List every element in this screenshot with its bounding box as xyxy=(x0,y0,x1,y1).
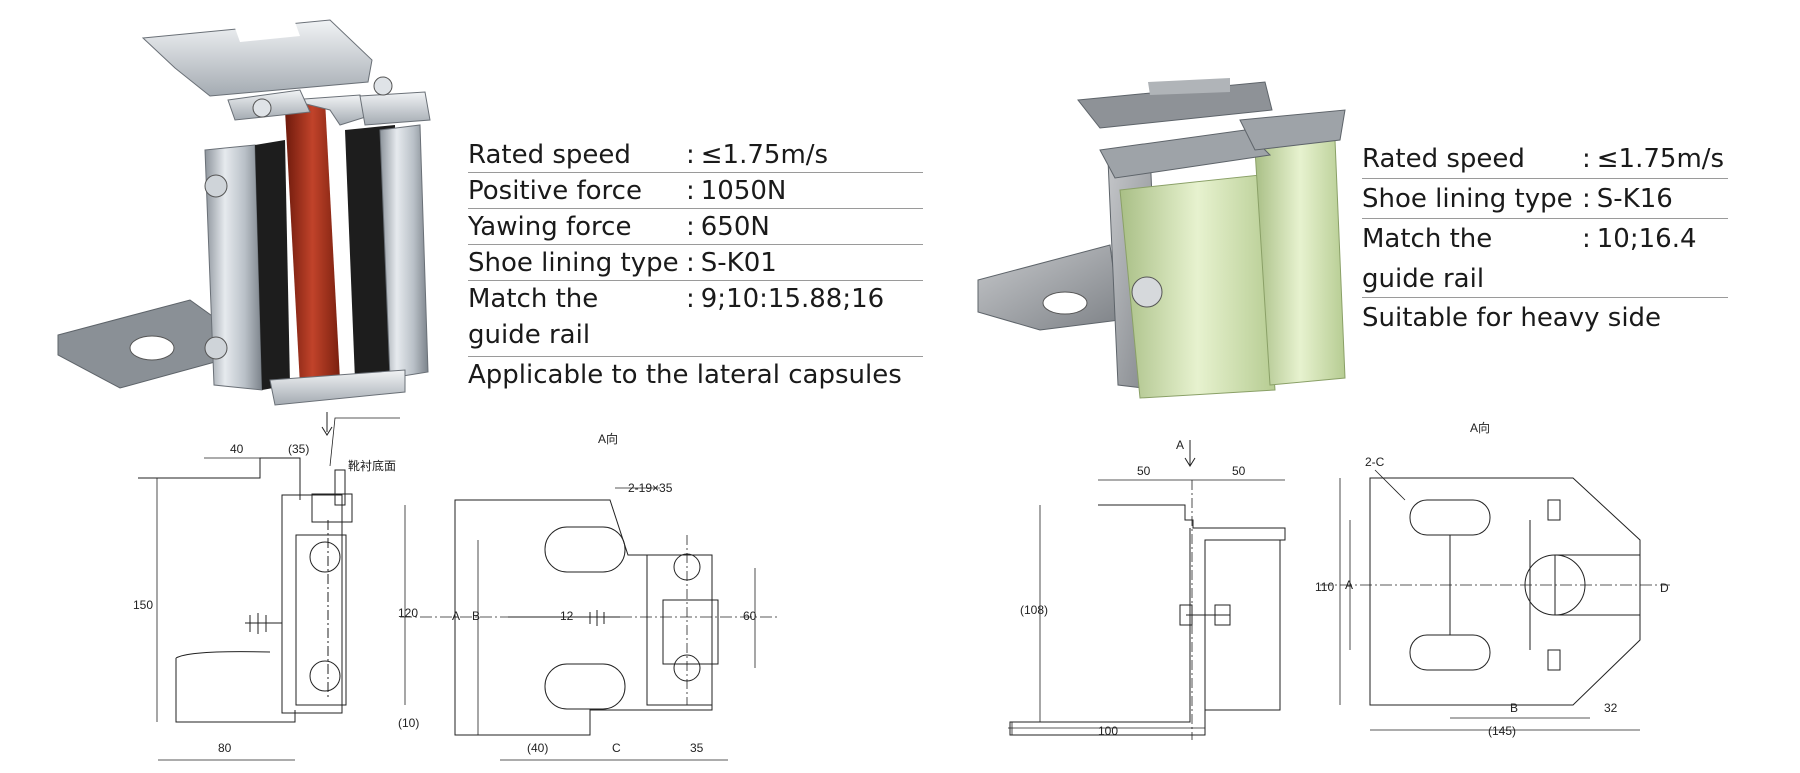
spec-value: 10;16.4 xyxy=(1596,224,1697,254)
drawing-right-side-view xyxy=(1008,440,1286,740)
dim-80: 80 xyxy=(218,741,232,755)
spec-note-text: Suitable for heavy side xyxy=(1362,303,1662,333)
dim-B-right: B xyxy=(1510,701,1518,715)
dim-A-left: A xyxy=(452,609,460,623)
dim-32: 32 xyxy=(1604,701,1618,715)
spec-key: Shoe lining type xyxy=(1362,184,1573,214)
dim-60: 60 xyxy=(743,609,757,623)
spec-key: Rated speed xyxy=(468,140,631,170)
spec-row: Yawing force :650N xyxy=(468,209,923,245)
view-arrow-A: A xyxy=(1176,438,1184,452)
spec-row: Positive force :1050N xyxy=(468,173,923,209)
dim-10: (10) xyxy=(398,716,419,730)
spec-key: Rated speed xyxy=(1362,144,1525,174)
spec-value: S-K01 xyxy=(700,248,777,278)
dim-B-left: B xyxy=(472,609,480,623)
right-shoe-illustration xyxy=(977,78,1346,399)
spec-value: 9;10:15.88;16 xyxy=(700,284,885,314)
dim-35: (35) xyxy=(288,442,309,456)
dim-100: 100 xyxy=(1098,724,1118,738)
spec-value: ≤1.75m/s xyxy=(700,140,829,170)
spec-key: Yawing force xyxy=(468,212,632,242)
dim-110: 110 xyxy=(1315,580,1334,594)
spec-key: Positive force xyxy=(468,176,642,206)
dim-50-b: 50 xyxy=(1232,464,1246,478)
left-shoe-illustration xyxy=(57,19,431,406)
dim-A-right: A xyxy=(1345,578,1353,592)
dim-C: C xyxy=(612,741,621,755)
spec-key: Match the guide rail xyxy=(1362,224,1493,294)
spec-note: Suitable for heavy side xyxy=(1362,298,1728,338)
dim-145: (145) xyxy=(1488,724,1516,738)
slot-label-right: 2-C xyxy=(1365,455,1385,469)
spec-row: Rated speed :≤1.75m/s xyxy=(1362,139,1728,179)
spec-row: Shoe lining type :S-K01 xyxy=(468,245,923,281)
spec-key: Shoe lining type xyxy=(468,248,679,278)
drawing-left-front-view xyxy=(400,487,780,761)
spec-value: 650N xyxy=(700,212,770,242)
view-a-title-left: A向 xyxy=(598,431,618,446)
dim-108: (108) xyxy=(1020,603,1048,617)
spec-value: S-K16 xyxy=(1596,184,1673,214)
spec-table-right: Rated speed :≤1.75m/s Shoe lining type :… xyxy=(1362,139,1728,338)
spec-key: Match the guide rail xyxy=(468,284,599,350)
dim-120: 120 xyxy=(398,606,418,620)
dim-40: 40 xyxy=(230,442,244,456)
drawing-right-front-view xyxy=(1320,469,1670,731)
dim-40-front: (40) xyxy=(527,741,548,755)
spec-row: Match the guide rail :10;16.4 xyxy=(1362,219,1728,298)
spec-value: 1050N xyxy=(700,176,787,206)
spec-row: Match the guide rail :9;10:15.88;16 xyxy=(468,281,923,357)
dim-150: 150 xyxy=(133,598,153,612)
view-a-title-right: A向 xyxy=(1470,420,1490,435)
lining-bottom-note: 靴衬底面 xyxy=(348,458,396,473)
spec-value: ≤1.75m/s xyxy=(1596,144,1725,174)
drawing-left-side-view xyxy=(138,412,406,761)
dim-35-front: 35 xyxy=(690,741,704,755)
spec-note-text: Applicable to the lateral capsules xyxy=(468,360,902,390)
spec-table-left: Rated speed :≤1.75m/s Positive force :10… xyxy=(468,137,923,393)
slot-label-left: 2-19×35 xyxy=(628,481,673,495)
spec-row: Shoe lining type :S-K16 xyxy=(1362,179,1728,219)
dim-50-a: 50 xyxy=(1137,464,1151,478)
spec-note: Applicable to the lateral capsules xyxy=(468,357,923,393)
spec-row: Rated speed :≤1.75m/s xyxy=(468,137,923,173)
dim-12: 12 xyxy=(560,609,574,623)
dim-D: D xyxy=(1660,581,1669,595)
